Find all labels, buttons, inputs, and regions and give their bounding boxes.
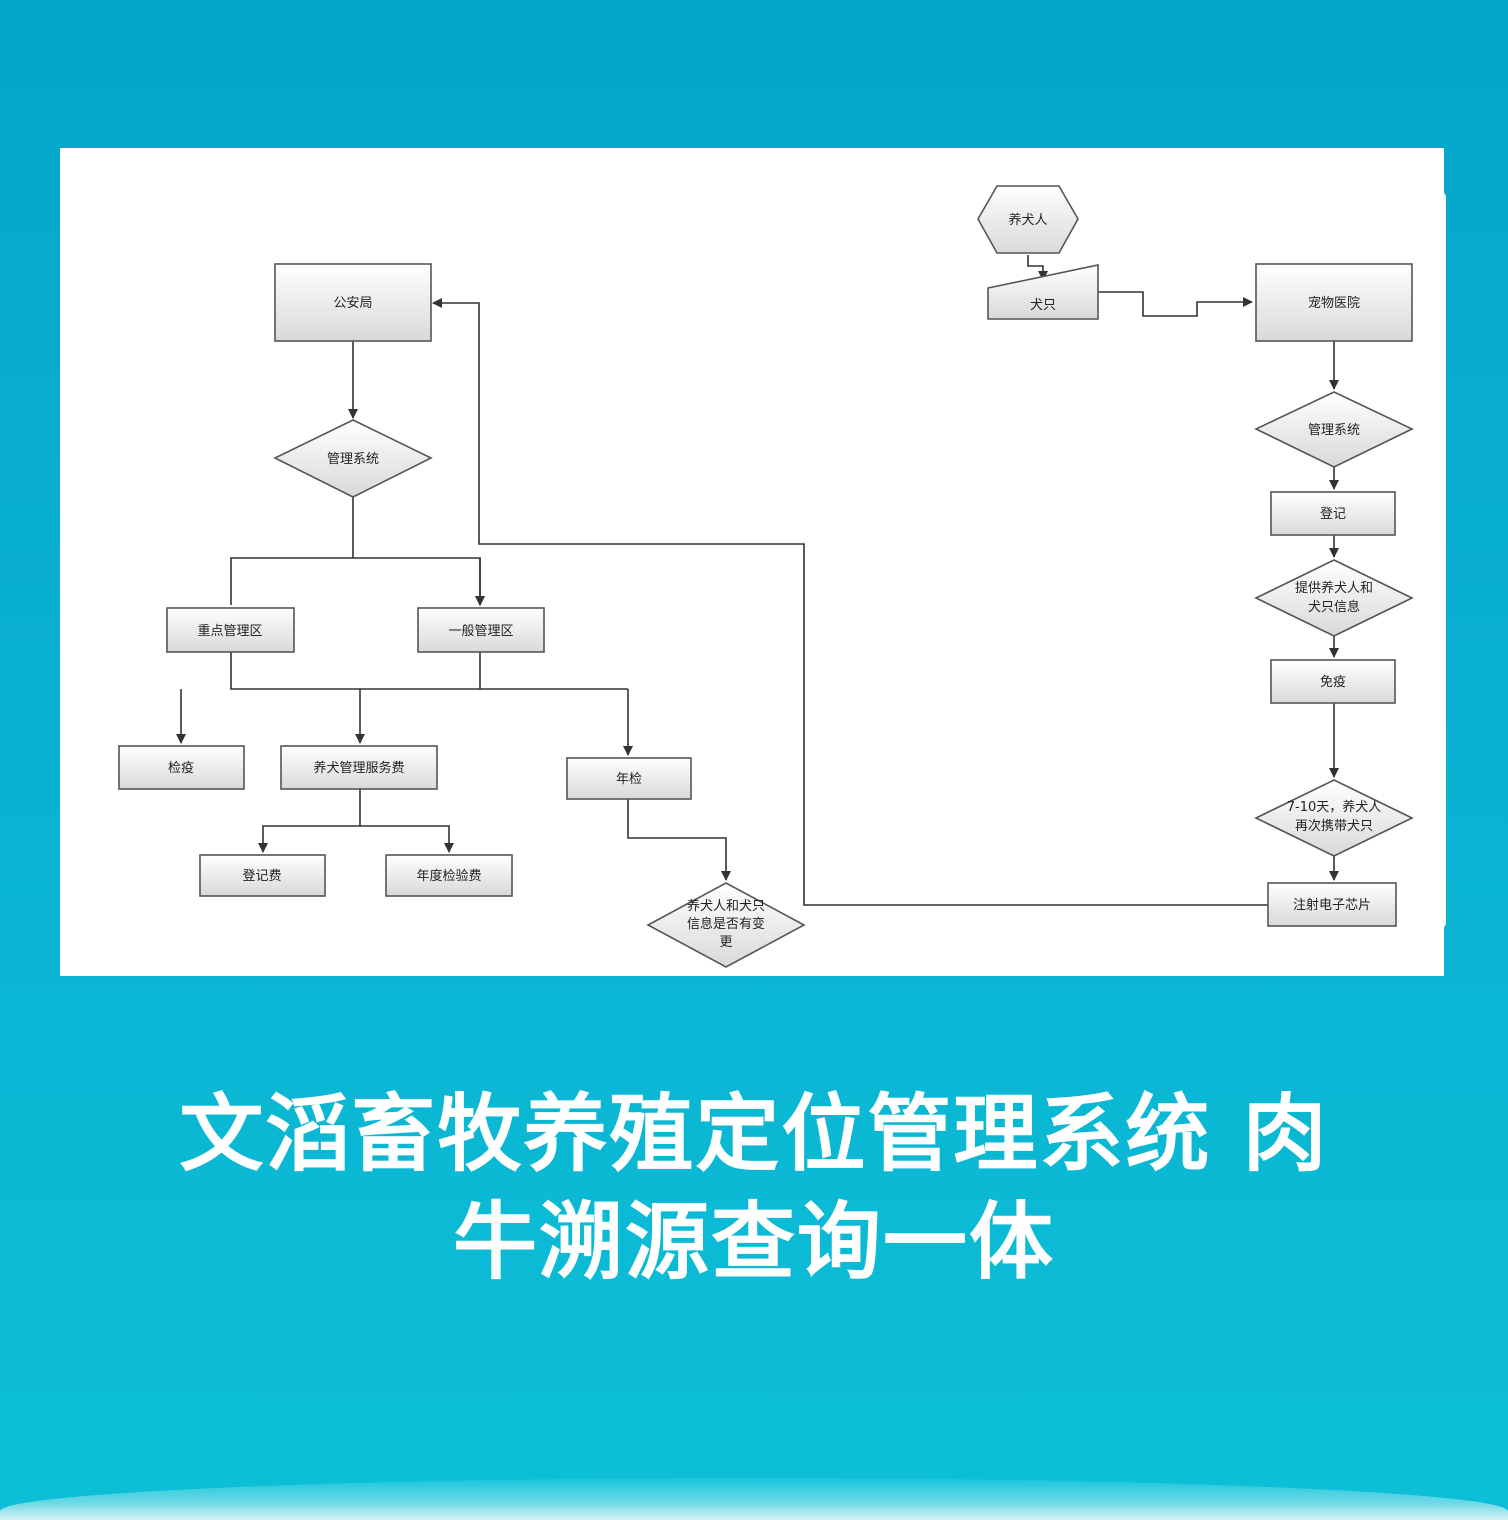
node-annual-fee-label: 年度检验费 [416, 868, 481, 884]
node-reg-fee: 登记费 [199, 854, 326, 897]
node-info-change: 养犬人和犬只 信息是否有变 更 [646, 882, 806, 968]
node-general-zone-label: 一般管理区 [448, 623, 513, 639]
node-police: 公安局 [274, 263, 432, 342]
edge-fee-split-left [258, 788, 361, 853]
node-info-change-label-1: 养犬人和犬只 [687, 898, 765, 914]
node-mgmt-right: 管理系统 [1254, 391, 1414, 468]
caption-line-2: 牛溯源查询一体 [452, 1193, 1055, 1291]
node-quarantine-label: 检疫 [168, 760, 194, 776]
node-reg-fee-label: 登记费 [242, 869, 281, 884]
node-owner-label: 养犬人 [1008, 212, 1047, 228]
node-revisit-label-1: 7-10天，养犬人 [1287, 799, 1382, 815]
panel-edge-decoration [1436, 190, 1446, 930]
node-immunize: 免疫 [1270, 659, 1396, 704]
node-info-change-label-2: 信息是否有变 [687, 916, 765, 932]
node-register-label: 登记 [1320, 507, 1346, 522]
flowchart: 公安局 管理系统 重点管理区 一般管理区 检疫 养犬管理服务费 年检 登记费 年… [118, 185, 1414, 968]
node-chip: 注射电子芯片 [1267, 882, 1397, 927]
node-provide-info: 提供养犬人和 犬只信息 [1254, 559, 1414, 637]
node-service-fee-label: 养犬管理服务费 [313, 760, 404, 776]
caption-line-1: 文滔畜牧养殖定位管理系统 肉 [179, 1085, 1329, 1183]
node-service-fee: 养犬管理服务费 [280, 745, 438, 790]
bottom-wave-decoration [0, 1478, 1508, 1520]
edge-chip-to-police [432, 298, 1268, 906]
node-immunize-label: 免疫 [1320, 674, 1346, 690]
node-owner: 养犬人 [977, 185, 1079, 254]
node-revisit-label-2: 再次携带犬只 [1295, 818, 1373, 834]
node-mgmt-left-label: 管理系统 [327, 452, 379, 467]
node-key-zone: 重点管理区 [166, 607, 295, 653]
node-general-zone: 一般管理区 [417, 607, 545, 653]
edges [176, 255, 1339, 906]
node-quarantine: 检疫 [118, 745, 245, 790]
node-pet-hospital-label: 宠物医院 [1308, 295, 1360, 311]
node-provide-info-label-1: 提供养犬人和 [1295, 580, 1373, 596]
node-dog: 犬只 [987, 264, 1099, 320]
node-revisit: 7-10天，养犬人 再次携带犬只 [1254, 779, 1414, 857]
edge-zones-join [230, 652, 628, 690]
node-register: 登记 [1270, 491, 1396, 536]
node-annual-check: 年检 [566, 757, 692, 800]
node-pet-hospital: 宠物医院 [1255, 263, 1413, 342]
edge-dog-to-hospital [1098, 291, 1253, 317]
node-annual-check-label: 年检 [616, 772, 642, 787]
edge-mgmt-split [230, 497, 480, 605]
node-dog-label: 犬只 [1030, 298, 1056, 313]
node-key-zone-label: 重点管理区 [197, 623, 262, 639]
edge-fee-split-right [360, 825, 454, 853]
node-chip-label: 注射电子芯片 [1293, 897, 1371, 913]
node-annual-fee: 年度检验费 [385, 854, 513, 897]
page-caption: 文滔畜牧养殖定位管理系统 肉 牛溯源查询一体 [0, 1080, 1508, 1296]
edge-annual-to-change [627, 798, 731, 881]
node-mgmt-right-label: 管理系统 [1308, 423, 1360, 438]
node-info-change-label-3: 更 [719, 935, 732, 950]
edge-owner-to-dog [1027, 255, 1048, 281]
node-provide-info-label-2: 犬只信息 [1308, 599, 1360, 615]
node-police-label: 公安局 [333, 296, 372, 311]
node-mgmt-left: 管理系统 [273, 419, 433, 498]
